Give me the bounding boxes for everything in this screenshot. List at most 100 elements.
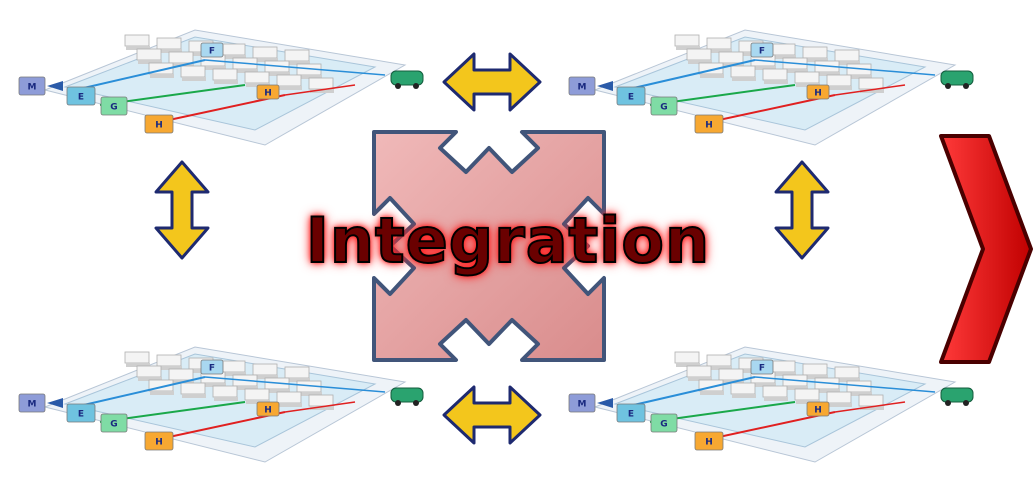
- module-g-block-label: G: [110, 103, 117, 113]
- module-h2-block: [256, 401, 280, 417]
- model-block-side: [848, 75, 872, 79]
- model-block-side: [816, 72, 840, 76]
- model-block: [706, 354, 732, 367]
- model-block: [212, 385, 238, 398]
- model-block-side: [860, 89, 884, 93]
- module-h-block-label: H: [155, 438, 163, 448]
- model-block: [124, 34, 150, 47]
- model-block-side: [848, 392, 872, 396]
- model-block-side: [772, 55, 796, 59]
- module-g-block-label: G: [660, 103, 667, 113]
- model-block: [770, 43, 796, 56]
- model-block: [718, 51, 744, 64]
- model-block-side: [732, 394, 756, 398]
- model-line-blue: [754, 376, 936, 393]
- module-f-block-label: F: [759, 47, 765, 57]
- model-block-side: [836, 61, 860, 65]
- double-headed-horizontal-arrow-icon: [440, 50, 544, 114]
- model-block-side: [784, 386, 808, 390]
- chevron-right-icon[interactable]: [935, 130, 1035, 368]
- model-line-red: [834, 84, 906, 96]
- model-block: [168, 368, 194, 381]
- module-h-block-label: H: [705, 438, 713, 448]
- model-block: [834, 366, 860, 379]
- model-block-side: [708, 49, 732, 53]
- model-block-side: [828, 403, 852, 407]
- model-block-side: [138, 377, 162, 381]
- module-g-block: [650, 96, 678, 116]
- module-g-block-label: G: [110, 420, 117, 430]
- model-block: [124, 351, 150, 364]
- model-block: [674, 34, 700, 47]
- model-block-side: [298, 75, 322, 79]
- model-block: [180, 382, 206, 395]
- car-wheel: [395, 83, 401, 89]
- module-g-block: [100, 96, 128, 116]
- car-wheel: [963, 83, 969, 89]
- model-block-side: [310, 89, 334, 93]
- car-wheel: [413, 83, 419, 89]
- model-block-side: [278, 86, 302, 90]
- model-block: [826, 74, 852, 87]
- model-block-side: [254, 58, 278, 62]
- module-h2-block-label: H: [814, 406, 822, 416]
- model-block-side: [234, 69, 258, 73]
- model-block: [180, 65, 206, 78]
- model-block: [674, 351, 700, 364]
- model-block: [212, 68, 238, 81]
- model-block-side: [150, 391, 174, 395]
- car-wheel: [945, 400, 951, 406]
- module-f-block: [200, 359, 224, 375]
- module-m-block-label: M: [28, 400, 37, 410]
- module-e-block-label: E: [628, 93, 634, 103]
- model-line-blue: [74, 59, 206, 91]
- module-m-block: [18, 76, 46, 96]
- model-block-side: [676, 46, 700, 50]
- model-block: [276, 74, 302, 87]
- model-block-side: [310, 406, 334, 410]
- model-block: [252, 363, 278, 376]
- double-headed-vertical-arrow-icon: [772, 158, 832, 262]
- model-block: [858, 77, 884, 90]
- four-way-expand-arrow-icon: [370, 128, 608, 364]
- model-block-side: [202, 66, 226, 70]
- model-block: [308, 77, 334, 90]
- model-block: [168, 51, 194, 64]
- model-block-side: [752, 383, 776, 387]
- module-e-block-label: E: [78, 93, 84, 103]
- integration-title: Integration: [305, 204, 711, 278]
- model-block: [284, 49, 310, 62]
- model-block-side: [158, 49, 182, 53]
- model-block-side: [126, 46, 150, 50]
- module-m-block: [18, 393, 46, 413]
- model-block-side: [138, 60, 162, 64]
- module-h2-block-label: H: [264, 406, 272, 416]
- model-line-blue: [754, 59, 936, 76]
- car-icon: [390, 387, 424, 403]
- model-block-side: [708, 366, 732, 370]
- model-block: [136, 48, 162, 61]
- module-f-block: [750, 359, 774, 375]
- model-block-side: [836, 378, 860, 382]
- model-block-side: [150, 74, 174, 78]
- module-e-block: [616, 86, 646, 106]
- model-block: [826, 391, 852, 404]
- module-f-block-label: F: [209, 47, 215, 57]
- model-block: [276, 391, 302, 404]
- module-f-block: [750, 42, 774, 58]
- model-line-blue: [204, 59, 386, 76]
- model-block-side: [688, 60, 712, 64]
- module-m-block-label: M: [28, 83, 37, 93]
- model-block-side: [254, 375, 278, 379]
- model-line-blue: [624, 376, 756, 408]
- model-block-side: [804, 375, 828, 379]
- model-input-arrow: [597, 81, 613, 91]
- model-block: [308, 394, 334, 407]
- model-block-side: [816, 389, 840, 393]
- model-block: [730, 65, 756, 78]
- model-block-side: [676, 363, 700, 367]
- car-icon: [940, 70, 974, 86]
